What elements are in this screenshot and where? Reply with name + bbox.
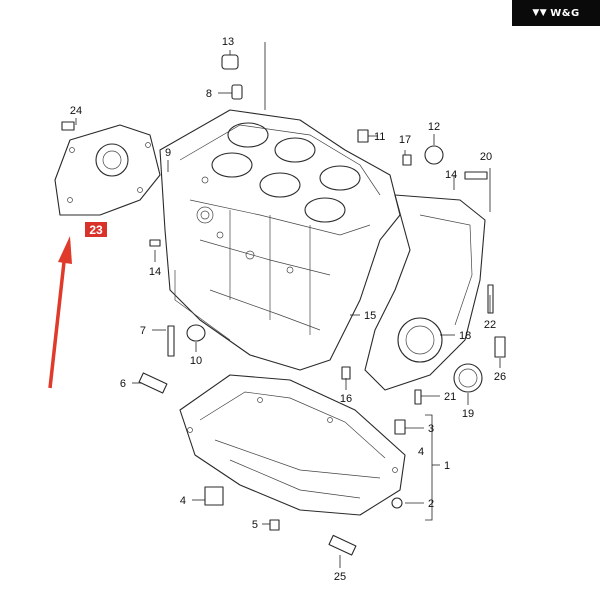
callout-2: 2 bbox=[428, 498, 434, 510]
brand-logo-text: W&G bbox=[550, 7, 580, 19]
part-23-highlight-badge bbox=[85, 222, 107, 237]
callout-13: 13 bbox=[222, 36, 234, 48]
callout-labels: 13 8 11 17 12 9 14 20 24 14 7 10 6 15 16… bbox=[70, 36, 506, 583]
callout-1: 1 bbox=[444, 460, 450, 472]
oil-pan bbox=[179, 374, 406, 516]
callout-12: 12 bbox=[428, 121, 440, 133]
callout-6: 6 bbox=[120, 378, 126, 390]
callout-10: 10 bbox=[190, 355, 202, 367]
callout-4-right: 4 bbox=[418, 446, 424, 458]
leader-lines bbox=[75, 42, 501, 568]
callout-11: 11 bbox=[374, 131, 385, 143]
timing-cover bbox=[364, 194, 486, 391]
callout-9: 9 bbox=[165, 147, 171, 159]
callout-7: 7 bbox=[140, 325, 146, 337]
engine-block bbox=[159, 109, 401, 371]
callout-4-left: 4 bbox=[180, 495, 186, 507]
callout-3: 3 bbox=[428, 423, 434, 435]
callout-19: 19 bbox=[462, 408, 474, 420]
callout-15: 15 bbox=[364, 310, 376, 322]
brand-logo: ▼▼ W&G bbox=[512, 0, 600, 26]
brand-mark-icon: ▼▼ bbox=[532, 8, 548, 18]
callout-24: 24 bbox=[70, 105, 82, 117]
callout-18: 18 bbox=[459, 330, 471, 342]
callout-17: 17 bbox=[399, 134, 411, 146]
callout-14-top: 14 bbox=[445, 169, 457, 181]
rear-cover-plate bbox=[54, 124, 161, 216]
callout-26: 26 bbox=[494, 371, 506, 383]
callout-8: 8 bbox=[206, 88, 212, 100]
callout-25: 25 bbox=[334, 571, 346, 583]
callout-5: 5 bbox=[252, 519, 258, 531]
callout-20: 20 bbox=[480, 151, 492, 163]
highlight-arrow bbox=[48, 236, 72, 389]
callout-21: 21 bbox=[444, 391, 456, 403]
callout-22: 22 bbox=[484, 319, 496, 331]
callout-23: 23 bbox=[89, 223, 103, 237]
callout-16: 16 bbox=[340, 393, 352, 405]
callout-14-left: 14 bbox=[149, 266, 161, 278]
small-parts bbox=[61, 54, 506, 556]
